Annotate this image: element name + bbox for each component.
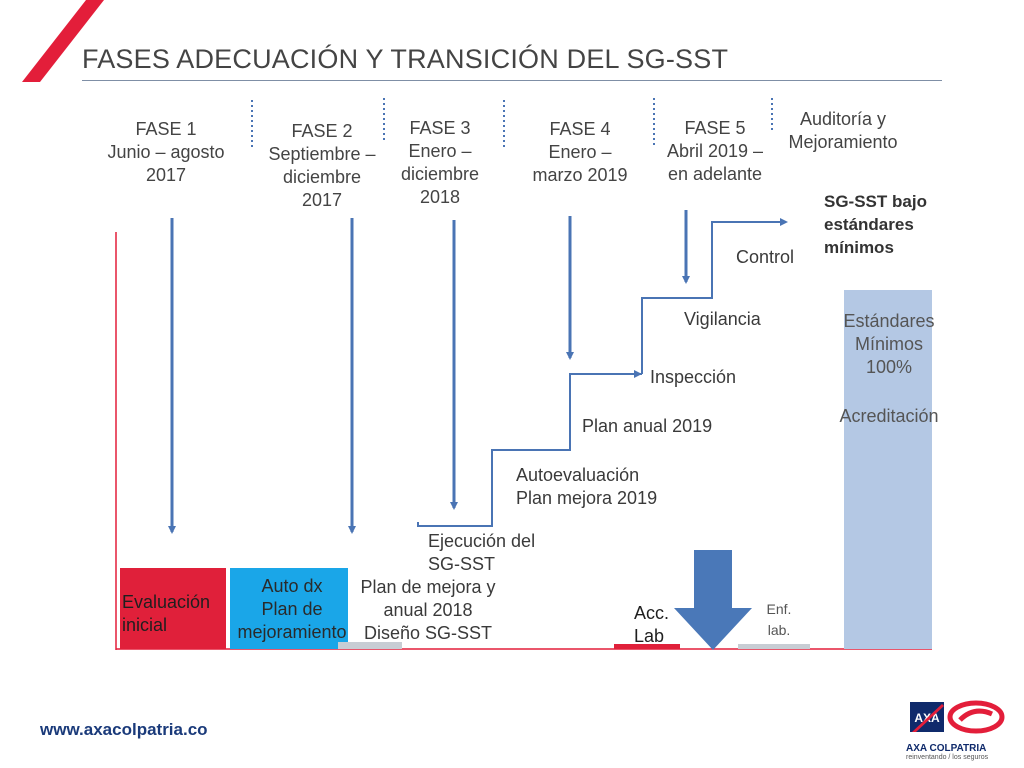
acc-lab-label: Acc.Lab — [634, 603, 670, 646]
footer-url[interactable]: www.axacolpatria.co — [40, 720, 208, 739]
phase-separators — [251, 98, 773, 148]
staircase-upper — [641, 221, 782, 374]
title-divider — [82, 80, 942, 81]
plan-anual-label: Plan anual 2019 — [582, 416, 713, 436]
phase-arrows — [168, 210, 690, 534]
control-label: Control — [736, 247, 795, 267]
big-down-arrow — [674, 550, 752, 650]
estandares-bar — [844, 290, 932, 649]
auto-dx-bar — [230, 568, 348, 649]
logo-mark-icon: AXA — [910, 700, 1005, 734]
acc-lab-bar — [614, 644, 680, 649]
acreditacion-label: Acreditación — [839, 406, 939, 426]
red-slash-decoration — [22, 0, 104, 82]
evaluacion-bar — [120, 568, 226, 649]
vigilancia-label: Vigilancia — [684, 309, 761, 329]
page-title: FASES ADECUACIÓN Y TRANSICIÓN DEL SG-SST — [82, 44, 729, 74]
enf-lab-bar — [738, 644, 810, 649]
inspeccion-label: Inspección — [650, 367, 737, 387]
axa-colpatria-logo: AXA AXA COLPATRIA reinventando / los seg… — [906, 700, 1006, 761]
small-gray-bar-1 — [338, 642, 402, 649]
enf-lab-label: Enf.lab. — [766, 601, 792, 638]
